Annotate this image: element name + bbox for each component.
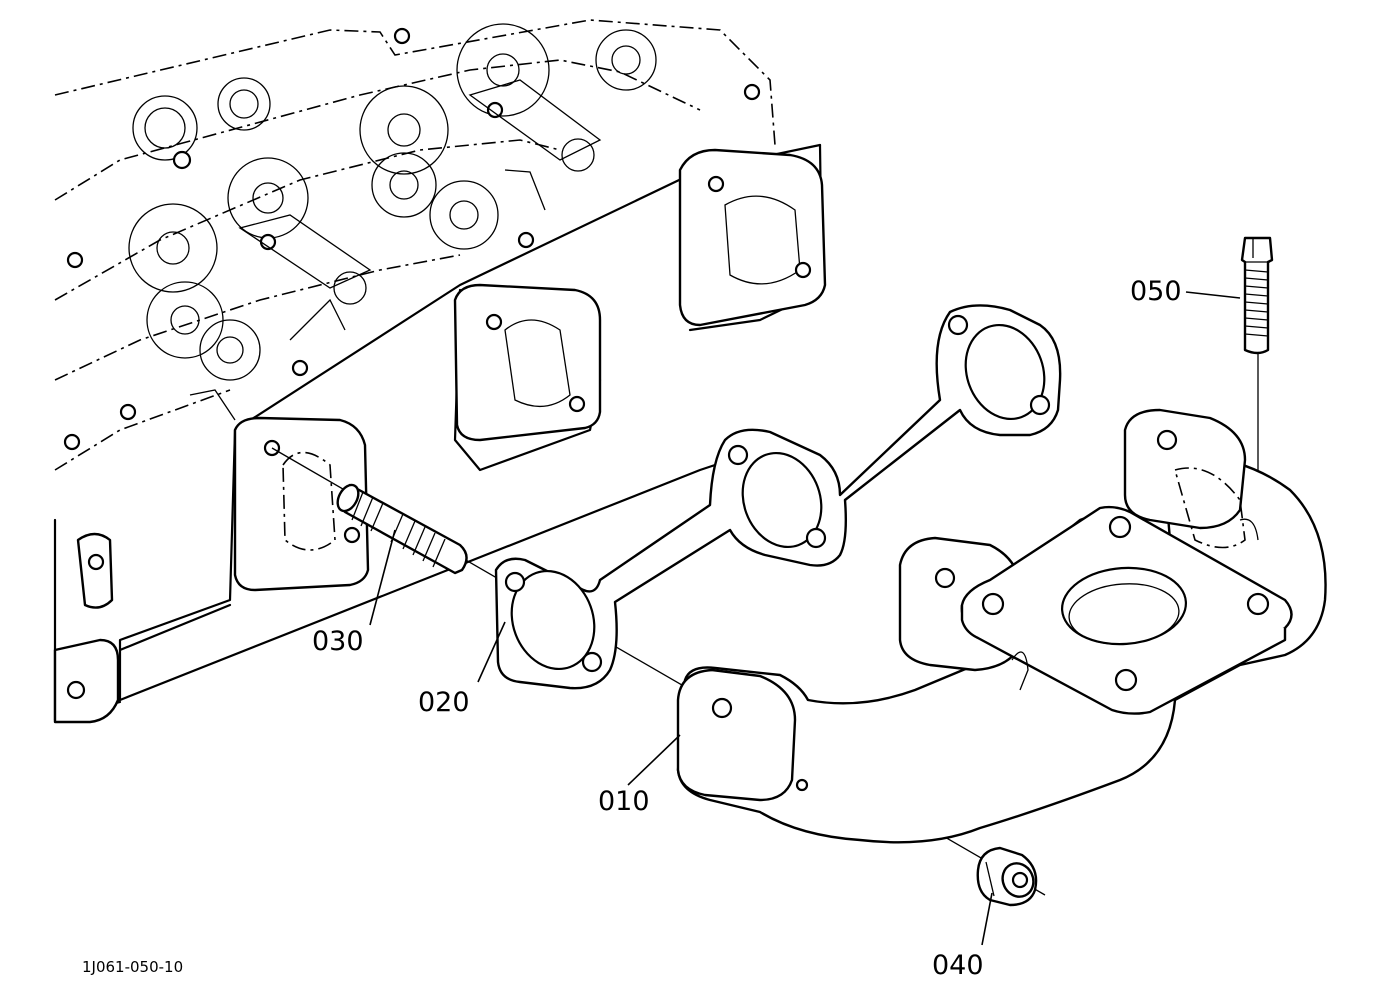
callout-040: 040 — [932, 950, 984, 981]
callout-050: 050 — [1130, 276, 1182, 307]
callout-010: 010 — [598, 786, 650, 817]
leader-lines — [369, 291, 1241, 946]
exhaust-manifold-010 — [676, 408, 1327, 844]
stud-050 — [1240, 236, 1274, 355]
stud-030 — [336, 483, 468, 575]
drawing-code: 1J061-050-10 — [82, 958, 183, 976]
cylinder-head — [53, 19, 827, 724]
callout-030: 030 — [312, 626, 364, 657]
callout-020: 020 — [418, 687, 470, 718]
gasket-020 — [494, 304, 1062, 690]
nut-040 — [976, 846, 1038, 907]
